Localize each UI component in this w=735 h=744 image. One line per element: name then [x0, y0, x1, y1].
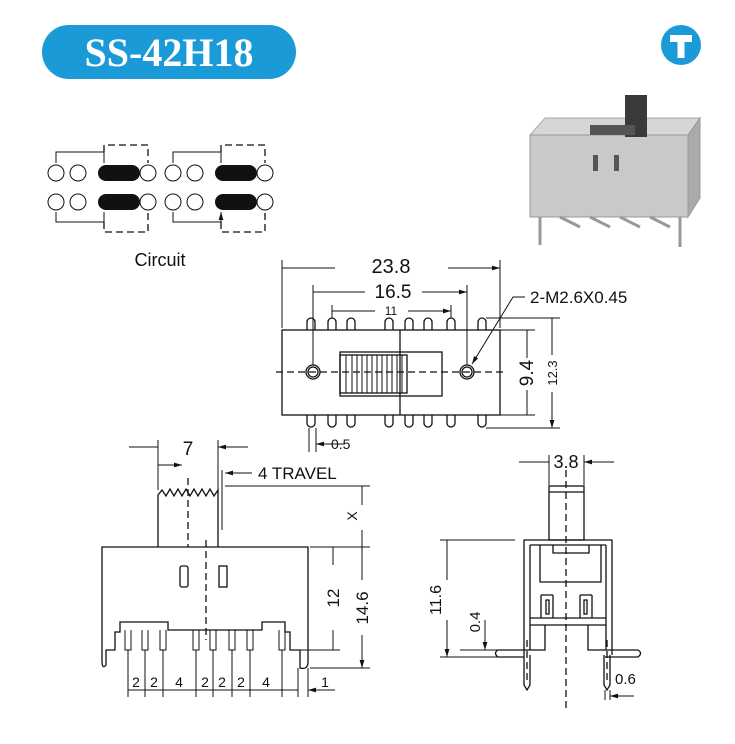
mount-note: 2-M2.6X0.45 [530, 288, 627, 307]
dim-pin-span: 11 [385, 304, 398, 318]
brand-logo [661, 25, 701, 65]
pitch-label: 2 [201, 674, 209, 690]
pitch-label: 2 [218, 674, 226, 690]
dim-body-height: 12 [324, 589, 343, 608]
product-photo [528, 95, 701, 247]
pitch-label: 2 [150, 674, 158, 690]
dim-actuator-width: 7 [183, 439, 194, 460]
pitch-label: 2 [132, 674, 140, 690]
dim-overall-depth: 12.3 [545, 360, 560, 385]
dim-overall-height: 14.6 [353, 591, 372, 624]
side-view: 3.8 11.6 0.4 0.6 [428, 452, 642, 710]
travel-label: 4 TRAVEL [258, 464, 337, 483]
dim-hole-pitch: 16.5 [375, 282, 412, 303]
dim-side-height: 11.6 [428, 585, 445, 615]
front-view: 7 4 TRAVEL X 12 14.6 2 2 4 2 2 2 4 1 [101, 439, 372, 697]
dim-lead-width: 0.6 [615, 671, 636, 688]
pitch-label: 4 [262, 674, 270, 690]
dim-overall-width: 23.8 [372, 256, 411, 278]
circuit-label: Circuit [134, 250, 185, 270]
title-badge: SS-42H18 [42, 25, 296, 79]
dim-side-actuator-width: 3.8 [553, 452, 578, 472]
pitch-label: 2 [237, 674, 245, 690]
edge-offset-label: 1 [321, 674, 329, 690]
top-view: 23.8 16.5 11 2-M2.6X0.45 9.4 12.3 0.5 [276, 256, 627, 452]
pin-pitch-labels: 2 2 4 2 2 2 4 1 [132, 674, 329, 690]
circuit-diagram: Circuit [47, 144, 274, 270]
dim-body-depth: 9.4 [517, 359, 538, 386]
dim-pin-width: 0.5 [331, 436, 351, 452]
pitch-label: 4 [175, 674, 183, 690]
dim-actuator-height: X [344, 511, 360, 521]
dim-lead-thickness: 0.4 [467, 612, 484, 633]
product-title: SS-42H18 [85, 30, 254, 75]
